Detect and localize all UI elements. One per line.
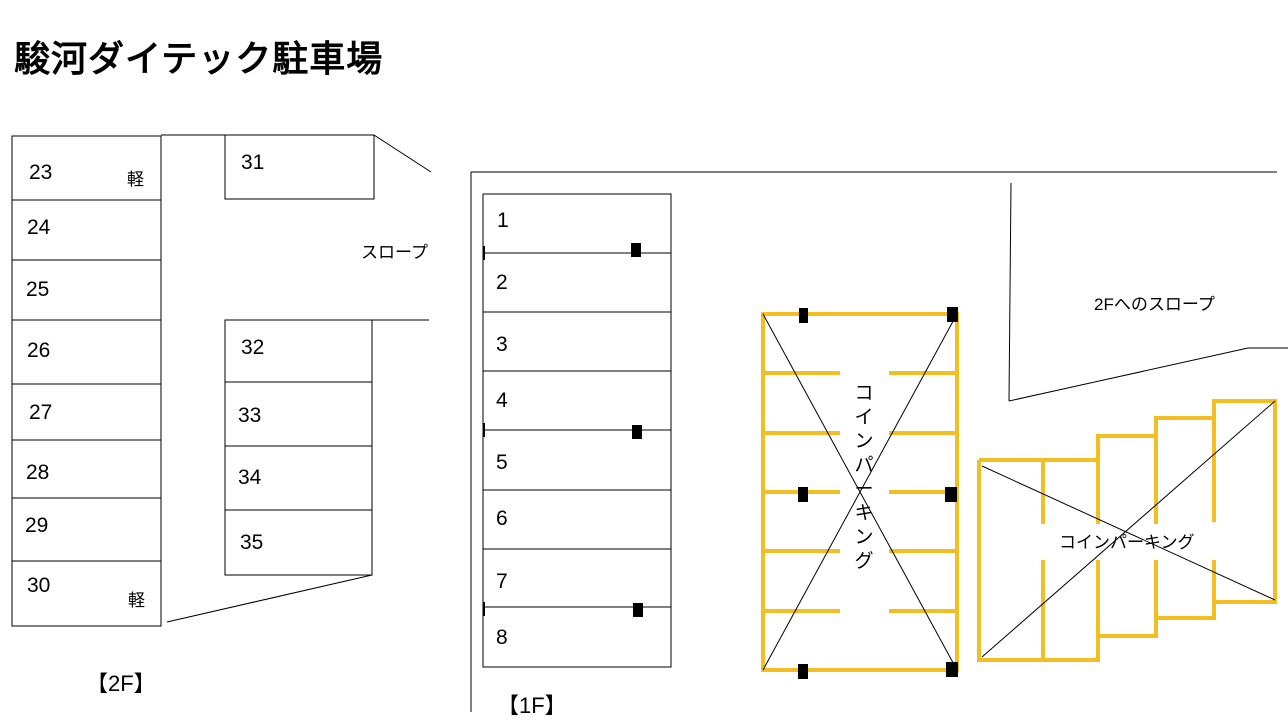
right-column-outline: [224, 319, 373, 576]
marker: [799, 308, 808, 323]
space-label: 7: [496, 570, 508, 593]
marker: [946, 662, 958, 677]
space-31-box: [224, 134, 375, 200]
cross-line: [762, 313, 958, 671]
space-label: 1: [497, 209, 509, 232]
coin-parking-stepped: [977, 399, 1277, 662]
marker: [483, 246, 485, 260]
slope-label: スロープ: [361, 243, 428, 262]
space-label: 23: [29, 161, 53, 184]
stall-markers: [483, 243, 643, 617]
first-floor-outline: [470, 171, 1288, 712]
space-label: 8: [496, 626, 508, 649]
space-label: 25: [26, 278, 50, 301]
label-char: イ: [854, 406, 874, 428]
label-char: パ: [854, 454, 874, 476]
space-label: 5: [496, 451, 508, 474]
first-floor-stalls: [482, 193, 672, 668]
space-label: 33: [238, 404, 262, 427]
label-char: グ: [854, 550, 874, 572]
coin-parking-vertical-label: コ イ ン パ ー キ ン グ: [852, 381, 876, 573]
marker: [483, 602, 485, 616]
slope-top-edge: [373, 134, 432, 173]
coin-parking-stepped-cross: [981, 400, 1276, 658]
second-floor-outline: [161, 134, 432, 623]
space-label: 2: [496, 271, 508, 294]
floor-label-1f: 【1F】: [497, 693, 567, 718]
space-label: 32: [241, 336, 265, 359]
coin-parking-outline: [977, 399, 1277, 662]
space-label: 30: [27, 574, 51, 597]
marker: [633, 603, 643, 617]
coin-parking-vertical-cross: [762, 313, 958, 671]
space-label: 31: [241, 151, 265, 174]
label-char: コ: [854, 382, 874, 404]
space-label: 24: [27, 216, 51, 239]
coin-parking-vertical-markers: [798, 307, 958, 679]
label-char: ン: [854, 526, 874, 548]
marker: [798, 664, 808, 679]
cross-line: [981, 465, 1276, 601]
left-column-outline: [11, 135, 162, 627]
space-label: 34: [238, 466, 262, 489]
slope-to-2f-label: 2Fへのスロープ: [1094, 295, 1215, 314]
label-char: キ: [854, 502, 874, 524]
marker: [631, 243, 641, 257]
marker: [945, 487, 957, 502]
label-char: ー: [854, 478, 874, 500]
bottom-wall: [166, 574, 373, 623]
space-label: 29: [25, 514, 49, 537]
marker: [947, 307, 958, 322]
cross-line: [981, 400, 1276, 658]
space-label: 6: [496, 507, 508, 530]
space-label: 28: [26, 461, 50, 484]
space-label: 3: [496, 333, 508, 356]
kei-mark: 軽: [127, 170, 144, 189]
slope-left-edge: [1008, 182, 1012, 402]
marker: [483, 423, 485, 437]
kei-mark: 軽: [128, 591, 145, 610]
space-label: 27: [29, 401, 53, 424]
marker: [798, 487, 808, 502]
slope-bottom-edge: [1008, 347, 1249, 402]
second-floor-left-column: [11, 135, 162, 627]
second-floor-right-column: [224, 319, 373, 576]
space-label: 26: [27, 339, 51, 362]
coin-parking-horizontal-label: コインパーキング: [1059, 533, 1195, 552]
space-label: 35: [240, 531, 264, 554]
label-char: ン: [854, 430, 874, 452]
marker: [632, 425, 642, 439]
page-title: 駿河ダイテック駐車場: [14, 39, 384, 80]
space-label: 4: [496, 389, 508, 412]
floor-label-2f: 【2F】: [86, 671, 156, 696]
